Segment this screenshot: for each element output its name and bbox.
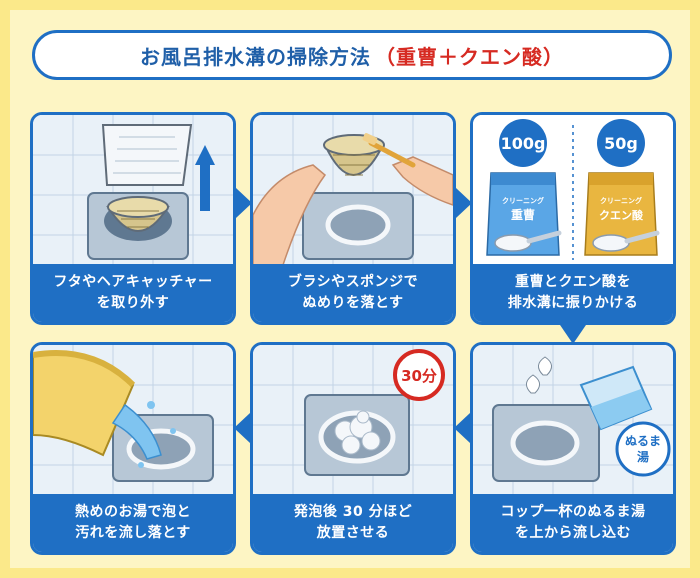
- step-2-panel: ブラシやスポンジで ぬめりを落とす: [250, 112, 456, 325]
- step-3-caption: 重曹とクエン酸を 排水溝に振りかける: [473, 264, 673, 322]
- step-2-caption: ブラシやスポンジで ぬめりを落とす: [253, 264, 453, 322]
- baking-soda-package-icon: クリーニング 重曹: [486, 172, 560, 256]
- foam-icon: [334, 410, 381, 455]
- glass-cup-icon: [579, 365, 653, 431]
- brush-icon: [362, 133, 416, 168]
- title-banner: お風呂排水溝の掃除方法 （重曹＋クエン酸）: [32, 30, 672, 80]
- step-1-illustration: [33, 115, 233, 265]
- hair-catcher-icon: [106, 196, 170, 232]
- hand-icon: [253, 156, 453, 265]
- drain-cover-icon: [101, 124, 193, 186]
- step-5-panel: 30分 発泡後 30 分ほど 放置させる: [250, 342, 456, 555]
- citric-acid-badge: 50g: [597, 119, 645, 167]
- step-1-caption: フタやヘアキャッチャー を取り外す: [33, 264, 233, 322]
- baking-soda-spoon-icon: [494, 230, 562, 252]
- page-subtitle: （重曹＋クエン酸）: [375, 44, 564, 69]
- step-5-caption: 発泡後 30 分ほど 放置させる: [253, 494, 453, 552]
- step-6-caption: コップ一杯のぬるま湯 を上から流し込む: [473, 494, 673, 552]
- baking-soda-name: 重曹: [511, 207, 535, 222]
- citric-acid-package-icon: クリーニング クエン酸: [584, 172, 658, 256]
- step-4-caption: 熱めのお湯で泡と 汚れを流し落とす: [33, 494, 233, 552]
- lukewarm-label-line1: ぬるま: [625, 434, 661, 448]
- flow-arrow-left-icon: [234, 413, 250, 443]
- step-2-illustration: [253, 115, 453, 265]
- steam-icon: [526, 356, 552, 394]
- step-3-illustration: 100g 50g クリーニング 重曹 クリーニング クエン酸: [473, 115, 673, 265]
- step-4-illustration: [33, 345, 233, 495]
- timer-badge: 30分: [393, 349, 445, 401]
- water-stream-icon: [111, 401, 176, 468]
- flow-arrow-right-icon: [456, 188, 472, 218]
- baking-soda-amount: 100g: [501, 134, 546, 153]
- step-5-illustration: 30分: [253, 345, 453, 495]
- baking-soda-brand: クリーニング: [502, 196, 544, 205]
- lukewarm-label-line2: 湯: [637, 449, 649, 464]
- citric-acid-brand: クリーニング: [600, 196, 642, 205]
- step-4-panel: 熱めのお湯で泡と 汚れを流し落とす: [30, 342, 236, 555]
- baking-soda-badge: 100g: [499, 119, 547, 167]
- step-6-panel: ぬるま 湯 コップ一杯のぬるま湯 を上から流し込む: [470, 342, 676, 555]
- lukewarm-water-badge: ぬるま 湯: [615, 421, 671, 477]
- wait-time-label: 30分: [401, 367, 437, 385]
- step-3-panel: 100g 50g クリーニング 重曹 クリーニング クエン酸: [470, 112, 676, 325]
- citric-acid-amount: 50g: [604, 134, 638, 153]
- flow-arrow-right-icon: [236, 188, 252, 218]
- citric-acid-name: クエン酸: [599, 208, 644, 222]
- page-title: お風呂排水溝の掃除方法: [140, 44, 371, 69]
- hot-water-bucket-icon: [33, 350, 136, 457]
- step-1-panel: フタやヘアキャッチャー を取り外す: [30, 112, 236, 325]
- lift-up-arrow-icon: [195, 145, 215, 211]
- step-6-illustration: ぬるま 湯: [473, 345, 673, 495]
- flow-arrow-left-icon: [454, 413, 470, 443]
- flow-arrow-down-icon: [558, 322, 588, 344]
- citric-acid-spoon-icon: [592, 230, 660, 252]
